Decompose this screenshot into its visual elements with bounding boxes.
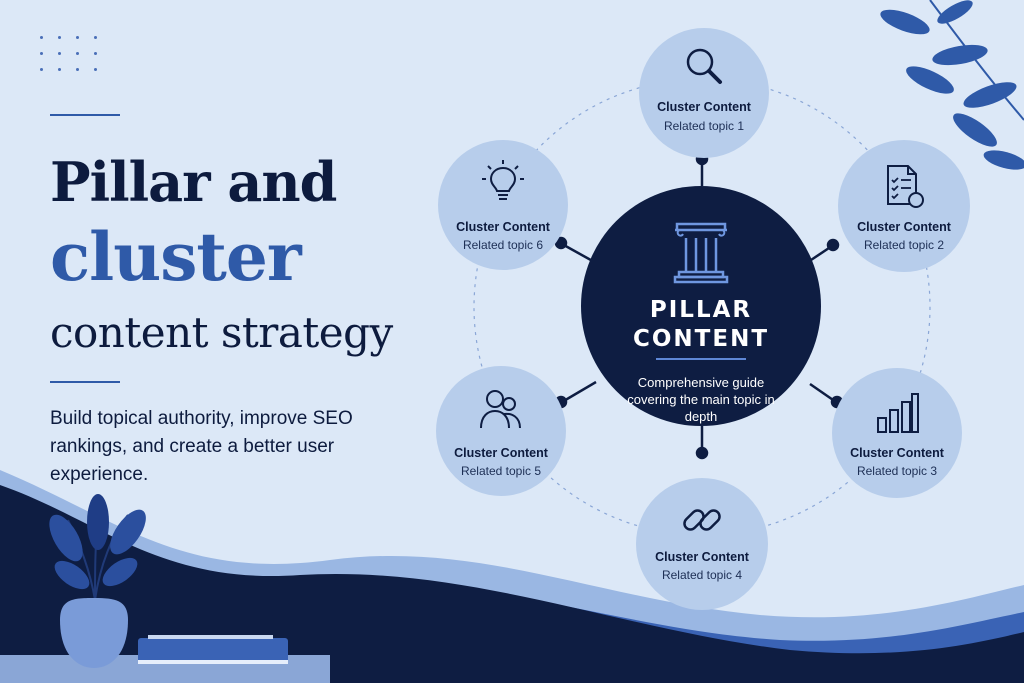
cluster-subtitle: Related topic 5: [460, 464, 542, 478]
cluster-title: Cluster Content: [655, 550, 749, 564]
grid-dot: [76, 52, 79, 55]
cluster-subtitle: Related topic 1: [663, 119, 745, 133]
grid-dot: [76, 36, 79, 39]
top-rule: [50, 114, 120, 116]
bar-chart-icon: [877, 393, 919, 433]
pillar-title: PILLAR CONTENT: [632, 297, 770, 352]
cluster-title: Cluster Content: [456, 220, 550, 234]
cluster-node-1: Cluster Content Related topic 1: [639, 28, 769, 158]
books-illustration: [138, 613, 288, 664]
grid-dot: [58, 36, 61, 39]
plant-illustration: [49, 494, 146, 668]
lightbulb-icon: [482, 160, 524, 200]
cluster-subtitle: Related topic 3: [856, 464, 938, 478]
grid-dot: [40, 68, 43, 71]
cluster-title: Cluster Content: [657, 100, 751, 114]
cluster-subtitle: Related topic 6: [462, 238, 544, 252]
title-line-2: cluster: [50, 218, 302, 296]
grid-dot: [76, 68, 79, 71]
grid-dot: [94, 52, 97, 55]
cluster-title: Cluster Content: [850, 446, 944, 460]
pillar-divider: [656, 358, 746, 360]
pillar-node: PILLAR CONTENT Comprehensive guide cover…: [581, 186, 821, 426]
checklist-document-icon: [887, 165, 924, 208]
subtitle: Build topical authority, improve SEO ran…: [50, 408, 353, 485]
bottom-rule: [50, 381, 120, 383]
title-line-1: Pillar and: [50, 150, 337, 214]
cluster-title: Cluster Content: [857, 220, 951, 234]
grid-dot: [58, 68, 61, 71]
grid-dot: [94, 68, 97, 71]
leaves-illustration: [880, 0, 1024, 170]
cluster-title: Cluster Content: [454, 446, 548, 460]
title-line-3: content strategy: [50, 308, 393, 357]
grid-dot: [58, 52, 61, 55]
cluster-node-5: Cluster Content Related topic 5: [436, 366, 566, 496]
cluster-subtitle: Related topic 2: [863, 238, 945, 252]
cluster-node-6: Cluster Content Related topic 6: [438, 140, 568, 270]
column-icon: [673, 222, 729, 284]
grid-dot: [40, 36, 43, 39]
cluster-subtitle: Related topic 4: [661, 568, 743, 582]
cluster-node-3: Cluster Content Related topic 3: [832, 368, 962, 498]
grid-dot: [94, 36, 97, 39]
pillar-description: Comprehensive guide covering the main to…: [627, 375, 775, 424]
chain-link-icon: [683, 509, 721, 531]
dot-grid: [40, 36, 100, 76]
grid-dot: [40, 52, 43, 55]
users-icon: [480, 390, 521, 429]
cluster-node-2: Cluster Content Related topic 2: [838, 140, 970, 272]
magnifier-icon: [686, 48, 722, 84]
cluster-node-4: Cluster Content Related topic 4: [636, 478, 768, 610]
